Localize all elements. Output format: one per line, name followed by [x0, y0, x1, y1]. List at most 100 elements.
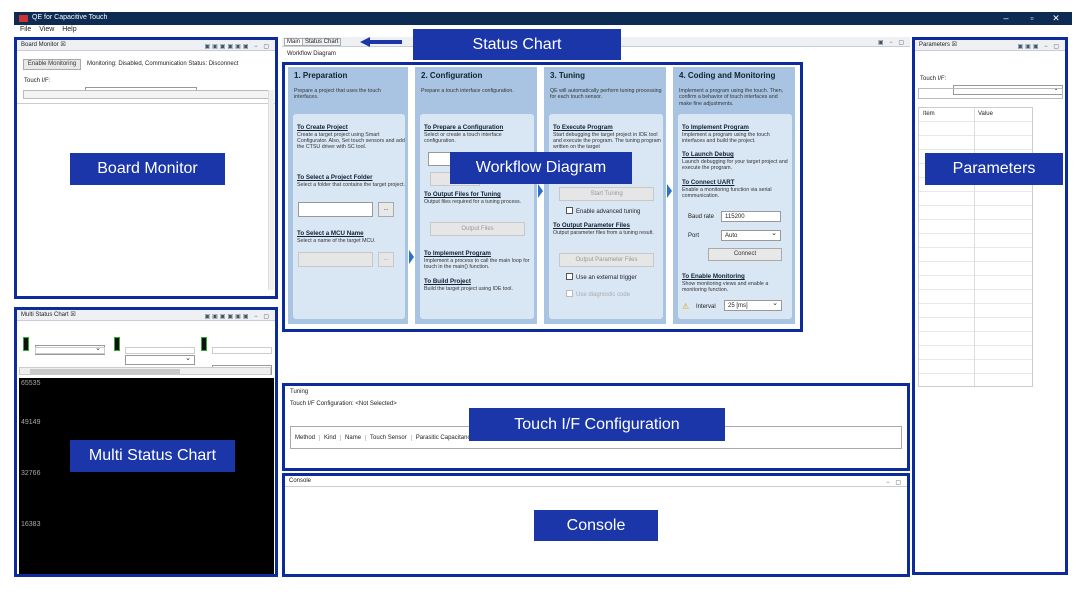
- console-label: Console: [534, 510, 658, 541]
- baud-rate-input[interactable]: 115200: [721, 211, 781, 222]
- menu-file[interactable]: File: [20, 26, 32, 33]
- workflow-column-configuration: 2. Configuration Prepare a touch interfa…: [415, 67, 537, 324]
- view-toolbar-icons[interactable]: ▣▣▣▣▣▣ − ▢: [204, 314, 271, 320]
- console-panel: Console − ▢ Console: [282, 473, 910, 577]
- title-bar: QE for Capacitive Touch – ▫ ✕: [14, 12, 1072, 25]
- workflow-column-tuning: 3. Tuning QE will automatically perform …: [544, 67, 666, 324]
- step-desc: Output files required for a tuning proce…: [424, 199, 522, 205]
- console-tab[interactable]: Console: [289, 478, 312, 484]
- parameters-panel: Parameters ☒ ▣▣▣ − ▢ Touch I/F: Item Val…: [912, 37, 1068, 575]
- column-header[interactable]: Kind: [320, 434, 342, 441]
- baud-rate-label: Baud rate: [688, 214, 715, 220]
- chart-area: 65535 49149 32766 16383: [19, 378, 274, 574]
- app-icon: [19, 15, 28, 22]
- interval-label: Interval: [696, 304, 716, 310]
- port-label: Port: [688, 233, 700, 239]
- maximize-button[interactable]: ▫: [1030, 13, 1034, 23]
- mcu-name-input[interactable]: [298, 252, 373, 267]
- tab-status-chart[interactable]: Status Chart: [302, 38, 342, 46]
- color-indicator: [114, 337, 120, 351]
- flow-arrow: [667, 184, 672, 198]
- column-divider: [974, 108, 975, 386]
- interval-select[interactable]: 25 [ms]: [724, 299, 782, 311]
- horizontal-scrollbar[interactable]: [19, 367, 271, 375]
- prepare-configuration-link[interactable]: To Prepare a Configuration: [424, 124, 504, 131]
- view-toolbar-icons[interactable]: ▣▣▣▣▣▣ − ▢: [204, 44, 271, 50]
- workflow-diagram-label: Workflow Diagram: [450, 152, 632, 184]
- step-desc: Select a name of the target MCU.: [297, 238, 376, 244]
- advanced-tuning-checkbox[interactable]: Enable advanced tuning: [566, 207, 640, 215]
- vertical-scrollbar[interactable]: [268, 90, 274, 290]
- external-trigger-checkbox[interactable]: Use an external trigger: [566, 273, 637, 281]
- multi-status-tabbar: Multi Status Chart ☒ ▣▣▣▣▣▣ − ▢: [17, 310, 275, 321]
- column-header[interactable]: Parasitic Capacitance: [415, 434, 474, 441]
- view-toolbar-icons[interactable]: − ▢: [886, 480, 903, 486]
- select-mcu-link[interactable]: To Select a MCU Name: [297, 230, 364, 237]
- output-parameter-files-button[interactable]: Output Parameter Files: [559, 253, 654, 267]
- step-desc: Output parameter files from a tuning res…: [553, 230, 654, 236]
- connect-button[interactable]: Connect: [708, 248, 782, 261]
- sensor-field-2: [125, 347, 195, 354]
- window-title: QE for Capacitive Touch: [32, 14, 108, 21]
- implement-program-link[interactable]: To Implement Program: [424, 250, 491, 257]
- touch-if-configuration-label: Touch I/F Configuration: [469, 408, 725, 441]
- port-select[interactable]: Auto: [721, 229, 781, 241]
- build-project-link[interactable]: To Build Project: [424, 278, 471, 285]
- y-tick: 49149: [21, 419, 41, 426]
- step-desc: Select or create a touch interface confi…: [424, 132, 502, 144]
- create-project-link[interactable]: To Create Project: [297, 124, 348, 131]
- touch-if-label: Touch I/F:: [24, 78, 51, 84]
- menu-view[interactable]: View: [39, 26, 55, 33]
- start-tuning-button[interactable]: Start Tuning: [559, 187, 654, 201]
- workflow-column-preparation: 1. Preparation Prepare a project that us…: [288, 67, 408, 324]
- step-desc: Build the target project using IDE tool.: [424, 286, 513, 292]
- column-header[interactable]: Touch Sensor: [366, 434, 412, 441]
- minimize-button[interactable]: –: [1003, 13, 1009, 23]
- project-folder-input[interactable]: [298, 202, 373, 217]
- column-title: 1. Preparation: [294, 71, 348, 80]
- output-parameter-files-link[interactable]: To Output Parameter Files: [553, 222, 630, 229]
- menu-help[interactable]: Help: [62, 26, 77, 33]
- browse-folder-button[interactable]: ...: [378, 202, 394, 217]
- connect-uart-link[interactable]: To Connect UART: [682, 179, 735, 186]
- select-project-folder-link[interactable]: To Select a Project Folder: [297, 174, 373, 181]
- column-desc: QE will automatically perform tuning pro…: [550, 88, 662, 101]
- enable-monitoring-button[interactable]: Enable Monitoring: [23, 59, 81, 70]
- parameters-label: Parameters: [925, 153, 1063, 185]
- parameters-tab[interactable]: Parameters ☒: [919, 42, 958, 48]
- multi-status-tab[interactable]: Multi Status Chart ☒: [21, 312, 76, 318]
- view-toolbar-icons[interactable]: ▣▣▣ − ▢: [1017, 44, 1061, 50]
- enable-monitoring-link[interactable]: To Enable Monitoring: [682, 273, 745, 280]
- y-tick: 65535: [21, 380, 41, 387]
- output-files-tuning-link[interactable]: To Output Files for Tuning: [424, 191, 501, 198]
- diagnostic-code-checkbox[interactable]: Use diagnostic code: [566, 290, 630, 298]
- sensor-select-2[interactable]: [125, 354, 195, 365]
- board-monitor-tab[interactable]: Board Monitor ☒: [21, 42, 66, 48]
- close-button[interactable]: ✕: [1052, 13, 1060, 23]
- item-column-header[interactable]: Item: [923, 111, 935, 117]
- divider: [17, 103, 275, 104]
- view-toolbar-icons[interactable]: ▣ − ▢: [877, 40, 906, 46]
- flow-arrow: [409, 250, 414, 264]
- browse-mcu-button[interactable]: ...: [378, 252, 394, 267]
- column-desc: Implement a program using the touch. The…: [679, 88, 784, 107]
- column-header[interactable]: Name: [341, 434, 367, 441]
- y-tick: 16383: [21, 521, 41, 528]
- value-column-header[interactable]: Value: [978, 111, 993, 117]
- column-title: 3. Tuning: [550, 71, 585, 80]
- tuning-title: Tuning: [290, 389, 309, 395]
- workflow-subtitle: Workflow Diagram: [287, 51, 336, 57]
- column-title: 4. Coding and Monitoring: [679, 71, 776, 80]
- output-files-button[interactable]: Output Files: [430, 222, 525, 236]
- column-desc: Prepare a touch interface configuration.: [421, 88, 514, 94]
- implement-program-link[interactable]: To Implement Program: [682, 124, 749, 131]
- color-indicator: [201, 337, 207, 351]
- multi-status-chart-panel: Multi Status Chart ☒ ▣▣▣▣▣▣ − ▢ 65535 49…: [14, 307, 278, 577]
- column-header[interactable]: Method: [291, 434, 321, 441]
- execute-program-link[interactable]: To Execute Program: [553, 124, 613, 131]
- tab-main[interactable]: Main: [284, 38, 304, 46]
- step-desc: Start debugging the target project in ID…: [553, 132, 661, 150]
- launch-debug-link[interactable]: To Launch Debug: [682, 151, 734, 158]
